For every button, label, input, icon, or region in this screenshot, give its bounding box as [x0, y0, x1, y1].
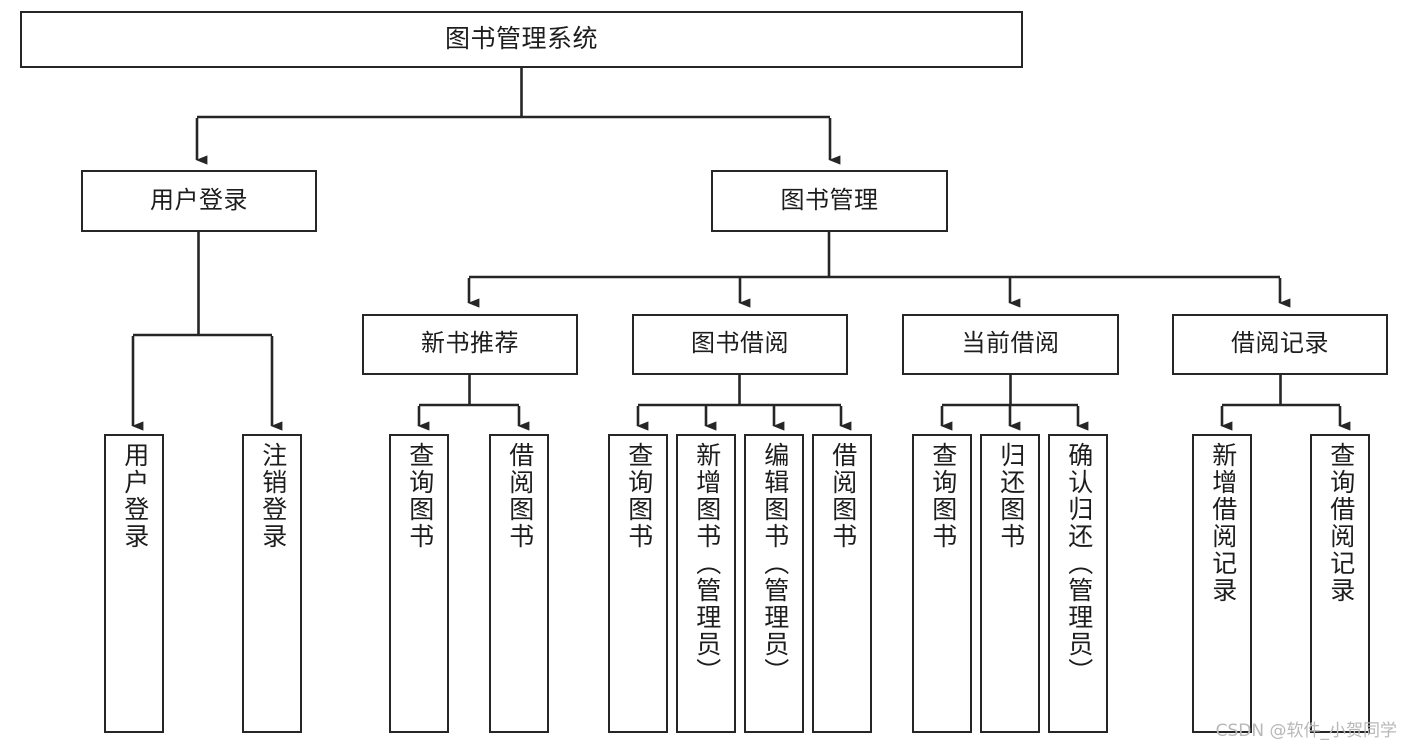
node-label: 图书管理 — [780, 186, 879, 214]
leaf-query-book-current[interactable]: 查询图书 — [912, 434, 972, 733]
node-label: 新增图书（管理员） — [692, 442, 721, 685]
node-label: 查询图书 — [624, 442, 653, 550]
node-label: 确认归还（管理员） — [1064, 442, 1093, 685]
leaf-query-book-borrow[interactable]: 查询图书 — [608, 434, 668, 733]
leaf-add-borrow-record[interactable]: 新增借阅记录 — [1192, 434, 1252, 733]
node-borrow-record[interactable]: 借阅记录 — [1172, 314, 1388, 375]
node-user-login[interactable]: 用户登录 — [81, 170, 317, 232]
leaf-query-book-newbook[interactable]: 查询图书 — [389, 434, 449, 733]
node-book-borrow[interactable]: 图书借阅 — [632, 314, 848, 375]
node-current-borrow[interactable]: 当前借阅 — [902, 314, 1119, 375]
leaf-user-login[interactable]: 用户登录 — [104, 434, 164, 733]
node-label: 用户登录 — [150, 186, 248, 214]
leaf-borrow-book-borrow[interactable]: 借阅图书 — [812, 434, 872, 733]
leaf-logout-login[interactable]: 注销登录 — [242, 434, 302, 733]
leaf-query-borrow-record[interactable]: 查询借阅记录 — [1310, 434, 1370, 733]
node-label: 归还图书 — [996, 442, 1025, 550]
node-label: 借阅图书 — [505, 442, 534, 550]
leaf-return-book[interactable]: 归还图书 — [980, 434, 1040, 733]
node-label: 查询借阅记录 — [1326, 442, 1355, 604]
leaf-add-book-admin[interactable]: 新增图书（管理员） — [676, 434, 736, 733]
node-book-management[interactable]: 图书管理 — [711, 170, 948, 232]
node-label: 新书推荐 — [421, 330, 519, 358]
node-label: 编辑图书（管理员） — [760, 442, 789, 685]
node-label: 新增借阅记录 — [1208, 442, 1237, 604]
node-label: 图书借阅 — [691, 330, 789, 358]
node-root-book-management-system[interactable]: 图书管理系统 — [20, 11, 1023, 68]
leaf-edit-book-admin[interactable]: 编辑图书（管理员） — [744, 434, 804, 733]
leaf-confirm-return-admin[interactable]: 确认归还（管理员） — [1048, 434, 1108, 733]
node-label: 用户登录 — [120, 442, 149, 550]
node-label: 查询图书 — [928, 442, 957, 550]
node-label: 当前借阅 — [961, 330, 1060, 358]
node-label: 注销登录 — [258, 442, 287, 550]
node-new-book-recommendation[interactable]: 新书推荐 — [362, 314, 578, 375]
node-label: 查询图书 — [405, 442, 434, 550]
node-label: 借阅记录 — [1231, 330, 1329, 358]
leaf-borrow-book-newbook[interactable]: 借阅图书 — [489, 434, 549, 733]
node-label: 借阅图书 — [828, 442, 857, 550]
node-label: 图书管理系统 — [444, 24, 598, 53]
